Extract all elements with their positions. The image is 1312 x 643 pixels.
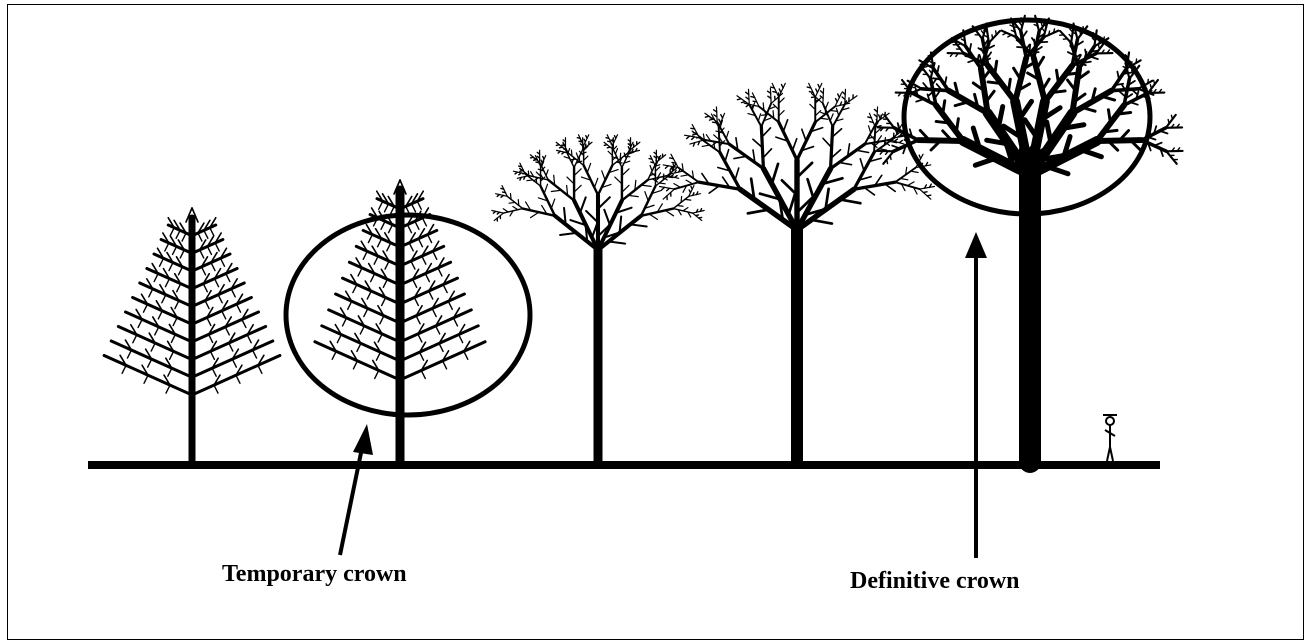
definitive-crown-label: Definitive crown: [850, 568, 1020, 595]
temporary-crown-arrow: [340, 424, 373, 555]
tree-5: [877, 16, 1182, 462]
person-figure: [1103, 415, 1117, 461]
temporary-crown-label: Temporary crown: [222, 561, 407, 588]
tree-1: [104, 208, 280, 462]
tree-4: [660, 83, 935, 462]
definitive-crown-arrow: [965, 232, 987, 558]
tree-3: [492, 135, 704, 462]
trees: [104, 16, 1182, 462]
ground-line: [88, 461, 1160, 469]
